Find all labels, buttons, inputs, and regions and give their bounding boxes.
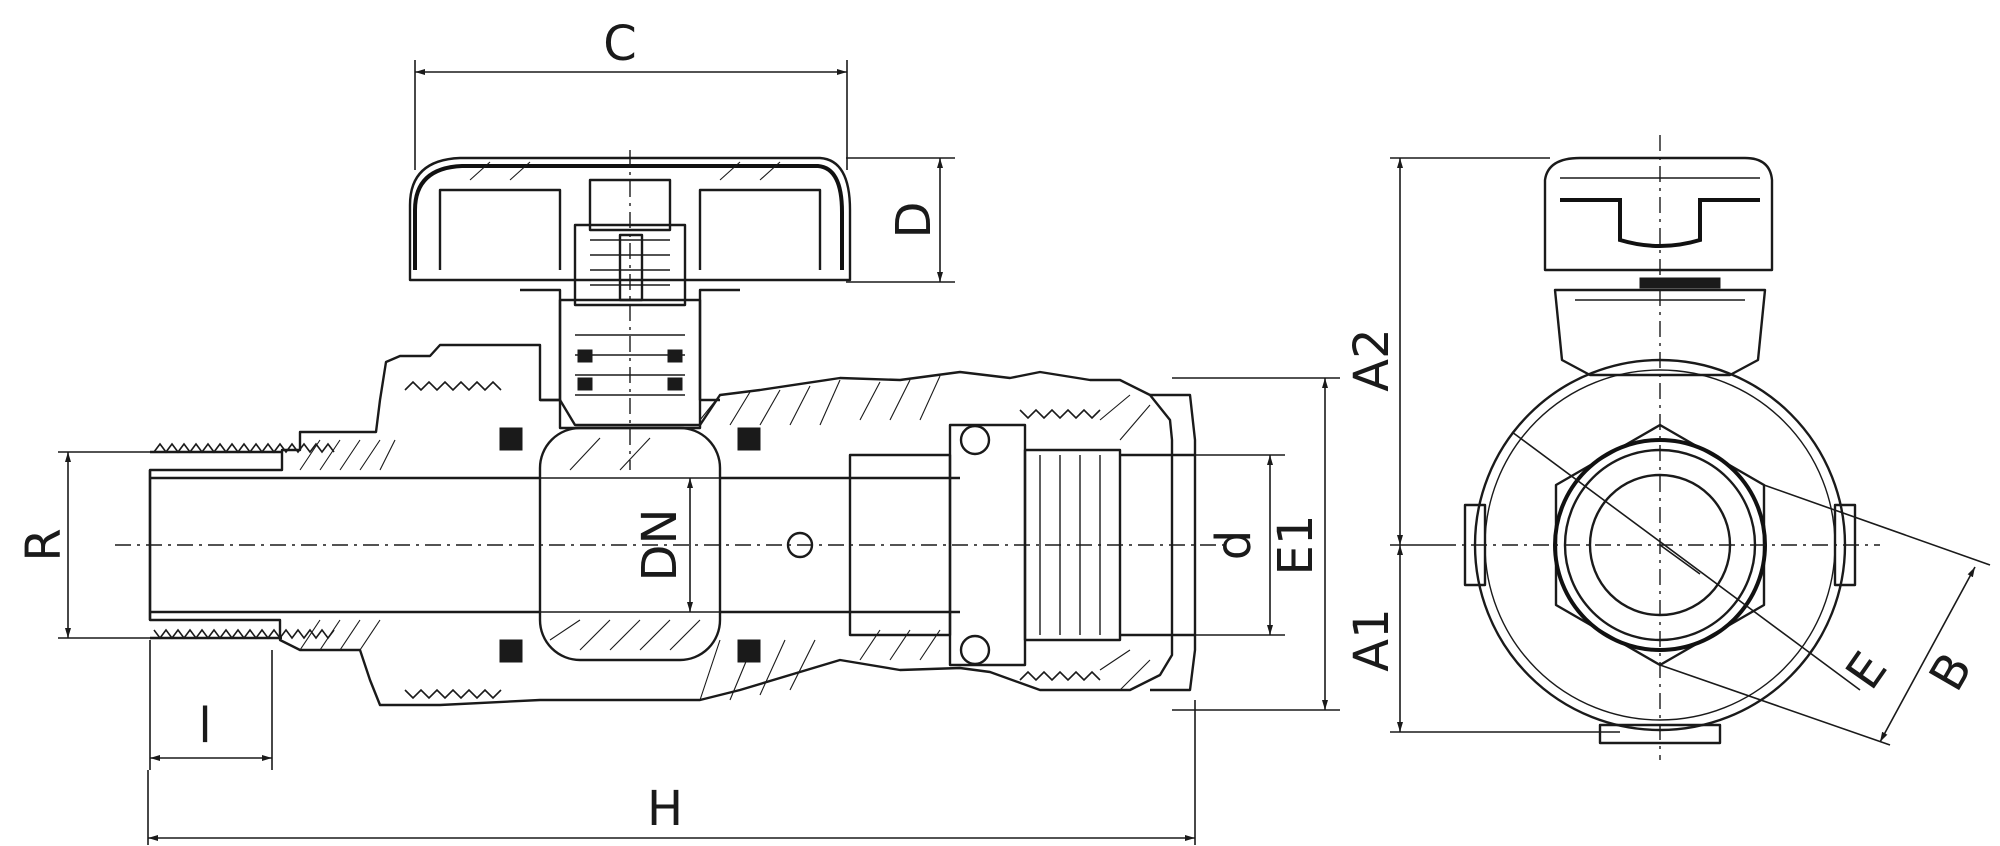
dim-label-A1: A1 bbox=[1344, 608, 1400, 671]
handle bbox=[408, 156, 852, 282]
dim-label-l: l bbox=[198, 698, 211, 754]
dim-label-H: H bbox=[647, 781, 683, 837]
side-section-view bbox=[115, 150, 1230, 707]
seal-ring-top-left bbox=[499, 427, 523, 451]
thread-top bbox=[153, 442, 335, 454]
body-bottom-thread bbox=[404, 688, 502, 700]
valve-body-outline bbox=[148, 343, 1174, 707]
seal-ring-top-right bbox=[737, 427, 761, 451]
dim-label-A2: A2 bbox=[1344, 328, 1400, 391]
dim-label-C: C bbox=[603, 16, 637, 72]
body-hatching bbox=[299, 375, 1151, 701]
dim-label-E1: E1 bbox=[1268, 515, 1324, 576]
seal-ring-bottom-right bbox=[737, 639, 761, 663]
dim-label-R: R bbox=[16, 528, 72, 561]
side-dimensions: C D R DN d E1 l H bbox=[16, 16, 1340, 845]
dim-label-DN: DN bbox=[632, 509, 688, 582]
compression-fitting bbox=[948, 393, 1197, 692]
dim-label-E: E bbox=[1835, 642, 1898, 699]
front-handle bbox=[1543, 156, 1774, 272]
dim-label-d: d bbox=[1206, 530, 1262, 560]
front-view bbox=[1440, 135, 1880, 760]
dim-label-D: D bbox=[886, 202, 942, 239]
body-top-thread bbox=[404, 380, 502, 392]
seal-ring-bottom-left bbox=[499, 639, 523, 663]
